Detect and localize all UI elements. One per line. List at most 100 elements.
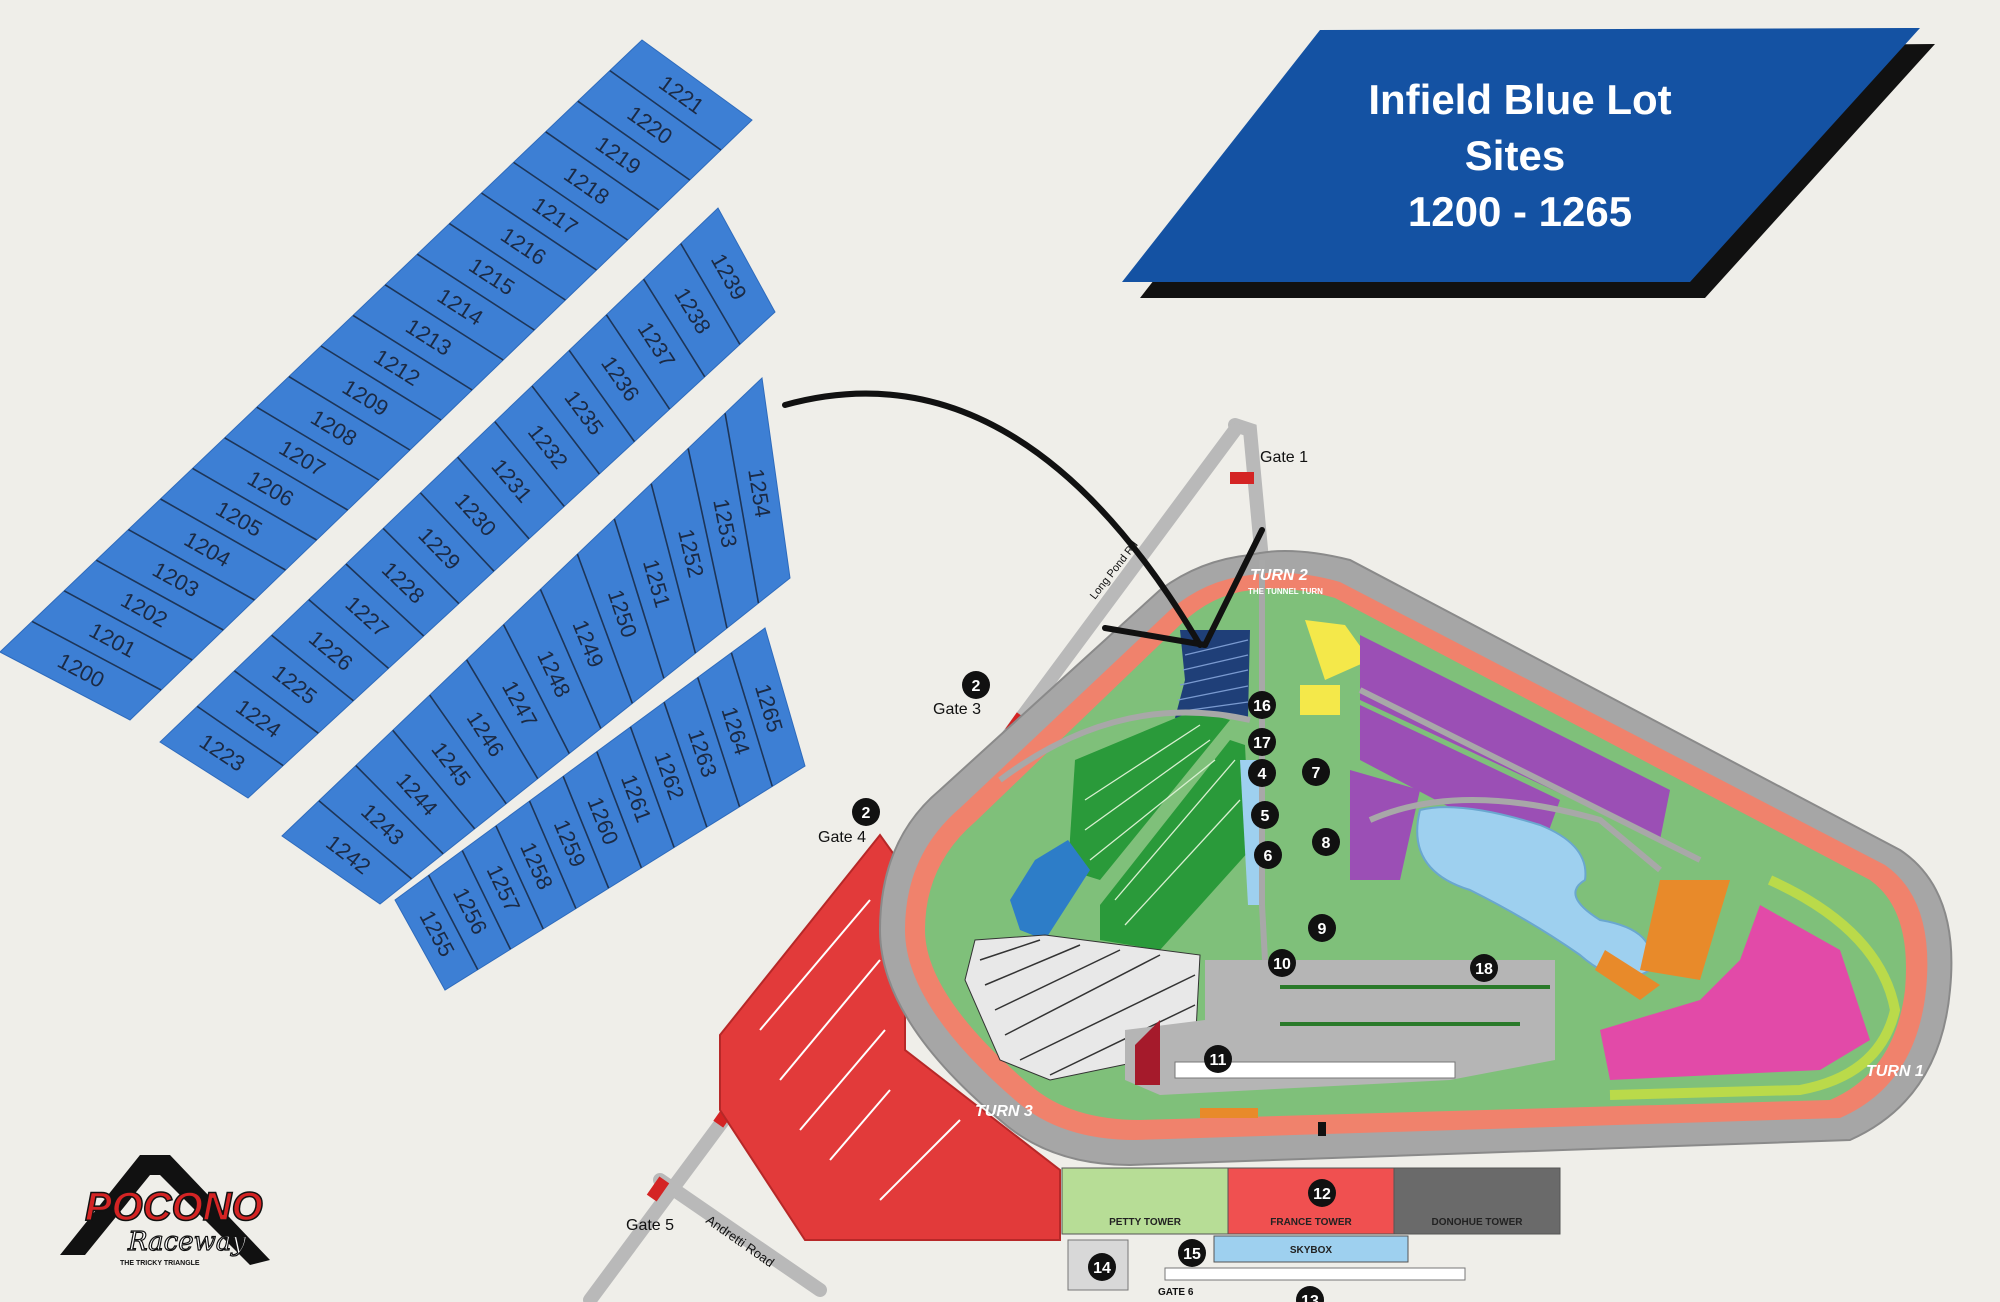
gate5-label: Gate 5 xyxy=(626,1217,674,1234)
site-divider xyxy=(539,589,602,729)
poi-marker-circle xyxy=(1302,758,1330,786)
site-divider xyxy=(427,874,479,971)
lot-title-banner: Infield Blue Lot Sites 1200 - 1265 xyxy=(1122,28,1935,298)
site-divider xyxy=(465,659,539,780)
site-divider xyxy=(160,498,286,571)
poi-marker-circle xyxy=(1248,691,1276,719)
site-divider xyxy=(494,421,565,507)
arrow-head-left xyxy=(1102,625,1208,648)
site-divider xyxy=(605,314,671,410)
site-divider xyxy=(355,764,444,855)
logo-tagline: THE TRICKY TRIANGLE xyxy=(120,1260,200,1267)
poi-marker-number: 13 xyxy=(1301,1293,1319,1302)
poi-marker-circle xyxy=(1308,1179,1336,1207)
lower-pit-road xyxy=(1164,1267,1466,1281)
poi-marker-number: 17 xyxy=(1253,735,1271,752)
pink-lot xyxy=(1600,905,1870,1080)
donohue-tower-label: DONOHUE TOWER xyxy=(1432,1217,1524,1228)
site-divider xyxy=(31,620,162,691)
site-divider xyxy=(318,800,413,880)
turn2-subtitle: THE TUNNEL TURN xyxy=(1248,587,1323,596)
banner-panel xyxy=(1122,28,1920,282)
dark-blue-lot xyxy=(1175,630,1250,718)
turn3-label: TURN 3 xyxy=(975,1103,1033,1120)
pointer-arrow xyxy=(782,390,1265,648)
poi-marker-circle xyxy=(962,671,990,699)
logo-script: Raceway xyxy=(127,1227,246,1257)
lime-ring xyxy=(1609,875,1901,1100)
andretti-road xyxy=(653,1173,827,1297)
orange-marker xyxy=(1200,1108,1258,1118)
grandstand-towers: PETTY TOWER FRANCE TOWER DONOHUE TOWER S… xyxy=(1061,1167,1561,1291)
lot-block-shape xyxy=(394,627,806,991)
site-divider xyxy=(481,192,597,271)
poi-marker-number: 14 xyxy=(1093,1260,1111,1277)
site-divider xyxy=(345,563,425,637)
turn1-label: TURN 1 xyxy=(1866,1063,1924,1080)
lot-block-b: 1223122412251226122712281229123012311232… xyxy=(159,207,776,799)
site-divider xyxy=(513,161,629,241)
poi-marker-circle xyxy=(852,798,880,826)
site-divider xyxy=(596,751,643,869)
site-divider xyxy=(495,825,544,930)
dark-green-lot-2 xyxy=(1100,740,1250,950)
site-divider xyxy=(730,652,774,787)
site-divider xyxy=(562,776,610,889)
banner-line-1: Infield Blue Lot xyxy=(1368,76,1671,123)
poi-marker-number: 5 xyxy=(1261,808,1270,825)
site-divider xyxy=(429,694,507,805)
gate5-bar xyxy=(646,1176,670,1202)
poi-marker-circle xyxy=(1268,949,1296,977)
site-divider xyxy=(288,375,411,451)
site-divider xyxy=(256,406,380,481)
site-divider xyxy=(531,385,600,475)
petty-tower-label: PETTY TOWER xyxy=(1109,1217,1182,1228)
site-divider xyxy=(461,850,512,950)
site-divider xyxy=(224,437,349,511)
gate1-bar xyxy=(1230,472,1254,484)
lot-block-a: 1200120112021203120412051206120712081209… xyxy=(0,39,753,721)
arrow-head-right xyxy=(1202,527,1265,648)
lot-block-shape xyxy=(281,376,791,905)
maroon-marker xyxy=(1135,1020,1160,1085)
poi-marker-circle xyxy=(1254,841,1282,869)
site-divider xyxy=(128,528,255,601)
poi-marker-circle xyxy=(1251,801,1279,829)
garage-row-1 xyxy=(1280,985,1550,989)
site-divider xyxy=(502,624,570,754)
site-divider xyxy=(63,590,193,661)
banner-line-2: Sites xyxy=(1465,132,1565,179)
poi-marker-circle xyxy=(1296,1286,1324,1302)
white-lot-lines xyxy=(979,939,1196,1076)
purple-lot-3 xyxy=(1350,770,1420,880)
lot-block-d: 1255125612571258125912601261126212631264… xyxy=(394,627,806,991)
site-divider xyxy=(577,100,691,181)
site-divider xyxy=(392,729,476,830)
garage-area xyxy=(1125,960,1555,1095)
yellow-lot-2 xyxy=(1300,685,1340,715)
site-divider xyxy=(448,222,566,301)
poi-marker-number: 10 xyxy=(1273,956,1291,973)
poi-marker-number: 2 xyxy=(862,805,871,822)
site-divider xyxy=(416,253,535,331)
poi-marker-number: 9 xyxy=(1318,921,1327,938)
garage-row-2 xyxy=(1280,1022,1520,1026)
blue-lot-site-blocks: 1200120112021203120412051206120712081209… xyxy=(0,39,806,991)
site-divider xyxy=(680,243,741,345)
poi-marker-circle xyxy=(1308,914,1336,942)
site-divider xyxy=(663,701,708,828)
poi-marker-number: 7 xyxy=(1312,765,1321,782)
donohue-tower xyxy=(1393,1167,1561,1235)
poi-marker-number: 4 xyxy=(1258,766,1267,783)
poi-marker-number: 18 xyxy=(1475,961,1493,978)
petty-tower xyxy=(1061,1167,1229,1235)
dark-green-lot-1 xyxy=(1068,710,1230,880)
site-divider xyxy=(382,527,460,605)
pocono-raceway-logo: POCONO Raceway THE TRICKY TRIANGLE xyxy=(60,1155,270,1267)
banner-line-3: 1200 - 1265 xyxy=(1408,188,1632,235)
track-map: PETTY TOWER FRANCE TOWER DONOHUE TOWER S… xyxy=(583,418,1953,1302)
gate6-label: GATE 6 xyxy=(1158,1287,1194,1298)
arrow-shaft xyxy=(782,390,1203,648)
poi-marker-number: 2 xyxy=(972,678,981,695)
